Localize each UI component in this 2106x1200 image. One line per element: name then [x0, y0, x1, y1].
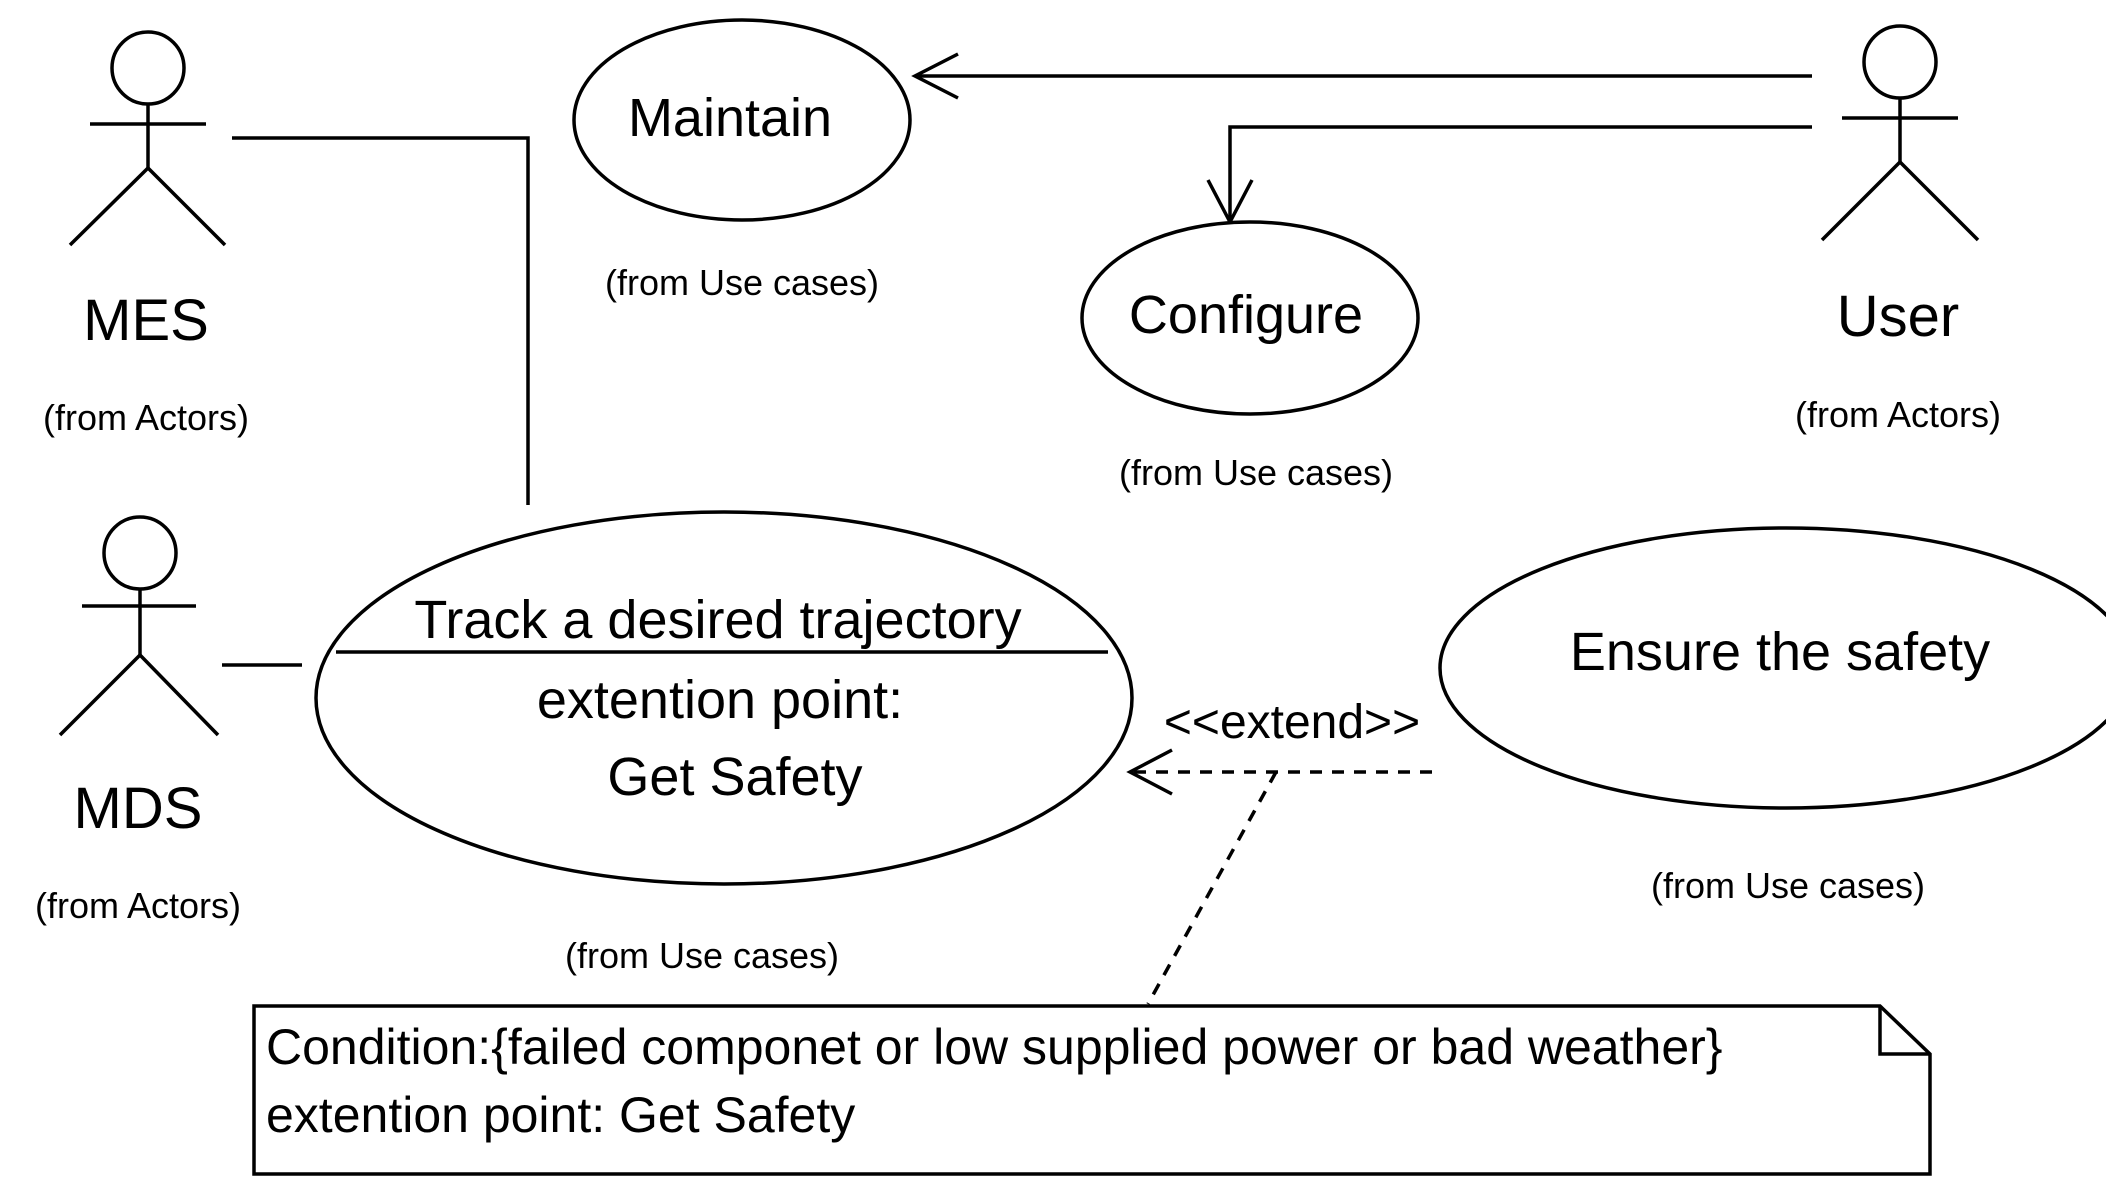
- actor-origin: (from Actors): [43, 397, 249, 438]
- note-condition: Condition:{failed componet or low suppli…: [266, 1019, 1722, 1075]
- actor-figure-icon: [58, 515, 220, 737]
- extension-point-name: Get Safety: [607, 747, 862, 807]
- actor-mds[interactable]: MDS (from Actors): [35, 515, 241, 926]
- use-case-maintain[interactable]: Maintain (from Use cases): [572, 18, 912, 303]
- actor-origin: (from Actors): [35, 885, 241, 926]
- note-box: [252, 1004, 1932, 1176]
- use-case-name: Ensure the safety: [1570, 622, 1990, 682]
- association-mes-track: [232, 136, 530, 505]
- note-anchor: [1146, 771, 1278, 1005]
- use-case-name: Track a desired trajectory: [414, 590, 1021, 650]
- use-case-origin: (from Use cases): [1651, 865, 1925, 906]
- use-case-name: Configure: [1129, 285, 1363, 345]
- association-user-configure: [1228, 125, 1812, 222]
- use-case-track-trajectory[interactable]: Track a desired trajectory extention poi…: [314, 510, 1134, 976]
- use-case-origin: (from Use cases): [565, 935, 839, 976]
- actor-mes[interactable]: MES (from Actors): [43, 30, 249, 438]
- extend-stereotype: <<extend>>: [1164, 696, 1420, 749]
- actor-origin: (from Actors): [1795, 394, 2001, 435]
- actor-name: MES: [83, 288, 209, 353]
- actor-name: MDS: [74, 776, 203, 841]
- extension-point-label: extention point:: [537, 670, 903, 730]
- condition-note[interactable]: Condition:{failed componet or low suppli…: [252, 1004, 1932, 1176]
- note-fold-icon: [1878, 1006, 1930, 1056]
- actor-user[interactable]: User (from Actors): [1795, 24, 2001, 435]
- use-case-name: Maintain: [628, 88, 832, 148]
- arrowhead-maintain: [911, 52, 959, 100]
- extend-arrowhead: [1126, 748, 1173, 796]
- actor-name: User: [1837, 284, 1959, 349]
- actor-figure-icon: [1820, 24, 1980, 242]
- use-case-ensure-safety[interactable]: Ensure the safety (from Use cases): [1438, 526, 2106, 906]
- note-extension-point: extention point: Get Safety: [266, 1087, 855, 1143]
- use-case-configure[interactable]: Configure (from Use cases): [1080, 220, 1420, 493]
- actor-figure-icon: [68, 30, 227, 247]
- use-case-origin: (from Use cases): [1119, 452, 1393, 493]
- use-case-origin: (from Use cases): [605, 262, 879, 303]
